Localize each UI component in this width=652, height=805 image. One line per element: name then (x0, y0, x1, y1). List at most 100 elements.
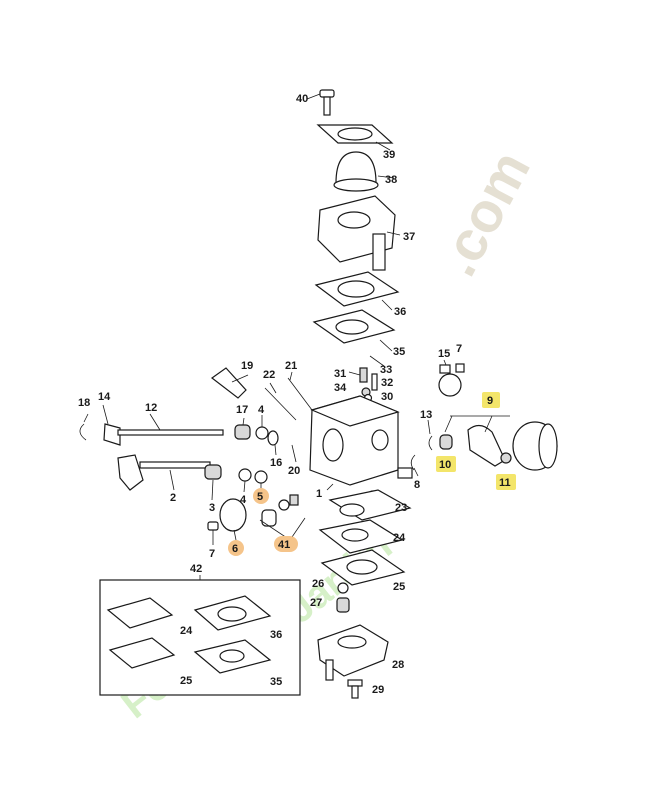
pump-housing-37 (317, 195, 401, 271)
screw-7-left (207, 521, 219, 545)
plate-24 (318, 519, 404, 554)
callout-19: 19 (241, 360, 253, 372)
callout-7-left: 7 (209, 548, 215, 560)
callout-22: 22 (263, 369, 275, 381)
callout-17: 17 (236, 404, 248, 416)
callout-1: 1 (316, 488, 322, 500)
callout-18: 18 (78, 397, 90, 409)
gasket-35 (312, 309, 396, 352)
carburetor-body-1 (309, 395, 413, 504)
callout-14: 14 (98, 391, 111, 403)
callout-9: 9 (487, 395, 493, 407)
spring-31 (348, 367, 368, 383)
callout-6: 6 (232, 543, 238, 555)
callout-35: 35 (393, 346, 405, 358)
callout-27: 27 (310, 597, 322, 609)
pin-32 (371, 373, 378, 391)
spring-10 (439, 434, 453, 450)
callout-25: 25 (393, 581, 405, 593)
callout-28: 28 (392, 659, 404, 671)
callout-24-kit: 24 (180, 625, 193, 637)
callout-13: 13 (420, 409, 432, 421)
callout-10: 10 (439, 459, 451, 471)
spring-27 (336, 597, 350, 613)
callout-7-right: 7 (456, 343, 462, 355)
disk-6 (219, 498, 247, 541)
screw-22 (264, 382, 297, 421)
gasket-23 (328, 489, 412, 521)
callout-40: 40 (296, 93, 308, 105)
callout-24: 24 (393, 532, 406, 544)
kit-42-box (99, 575, 301, 696)
highlight-6 (228, 540, 244, 556)
callout-8: 8 (414, 479, 420, 491)
callout-29: 29 (372, 684, 384, 696)
screw-29 (347, 679, 363, 699)
screw-21 (287, 371, 313, 411)
spring-17 (234, 417, 251, 440)
callout-15: 15 (438, 348, 450, 360)
clip-8 (410, 454, 419, 477)
callout-41: 41 (278, 539, 290, 551)
screw-40 (306, 89, 335, 116)
shaft-2 (117, 454, 211, 491)
o-ring-16 (267, 430, 279, 456)
cover-28 (317, 624, 389, 681)
clip-13 (427, 419, 433, 451)
pin-20 (291, 444, 297, 463)
callout-38: 38 (385, 174, 397, 186)
lever-9 (444, 415, 510, 467)
callout-30: 30 (381, 391, 393, 403)
callout-35-kit: 35 (270, 676, 282, 688)
nut-11 (500, 452, 512, 464)
highlight-10 (436, 456, 456, 472)
highlight-11 (496, 474, 516, 490)
callout-42: 42 (190, 563, 202, 575)
plate-39 (316, 124, 394, 151)
lever-14 (102, 404, 109, 425)
callout-4-upper: 4 (258, 404, 265, 416)
watermark-com: .com (425, 141, 542, 286)
callout-32: 32 (381, 377, 393, 389)
highlight-5 (253, 488, 269, 504)
callout-12: 12 (145, 402, 157, 414)
callout-34: 34 (334, 382, 347, 394)
shaft-12 (103, 413, 224, 446)
washer-4-upper (255, 415, 269, 440)
callout-26: 26 (312, 578, 324, 590)
callout-2: 2 (170, 492, 176, 504)
callout-20: 20 (288, 465, 300, 477)
diaphragm-25 (320, 549, 406, 586)
callout-36: 36 (394, 306, 406, 318)
highlight-9 (482, 392, 500, 408)
bulb-38 (333, 151, 395, 192)
callout-3: 3 (209, 502, 215, 514)
disc-15-plate (438, 373, 462, 397)
callout-33: 33 (380, 364, 392, 376)
washer-4-lower (238, 468, 252, 493)
callout-39: 39 (383, 149, 395, 161)
callout-23: 23 (395, 502, 407, 514)
screw-7-right (455, 363, 465, 373)
kit-41 (259, 494, 306, 541)
screw-19 (210, 367, 249, 399)
callout-36-kit: 36 (270, 629, 282, 641)
callout-11: 11 (499, 477, 511, 489)
callout-5: 5 (257, 491, 263, 503)
callout-25-kit: 25 (180, 675, 192, 687)
knob (512, 421, 558, 471)
diaphragm-36 (314, 271, 400, 311)
washer-26 (337, 582, 349, 594)
clip-18 (79, 413, 89, 441)
spring-3 (204, 464, 222, 501)
callout-37: 37 (403, 231, 415, 243)
callout-21: 21 (285, 360, 297, 372)
needle-33 (369, 355, 385, 367)
screw-15 (439, 359, 451, 374)
callout-31: 31 (334, 368, 346, 380)
callout-16: 16 (270, 457, 282, 469)
callout-4-lower: 4 (240, 494, 247, 506)
highlight-41 (274, 536, 298, 552)
